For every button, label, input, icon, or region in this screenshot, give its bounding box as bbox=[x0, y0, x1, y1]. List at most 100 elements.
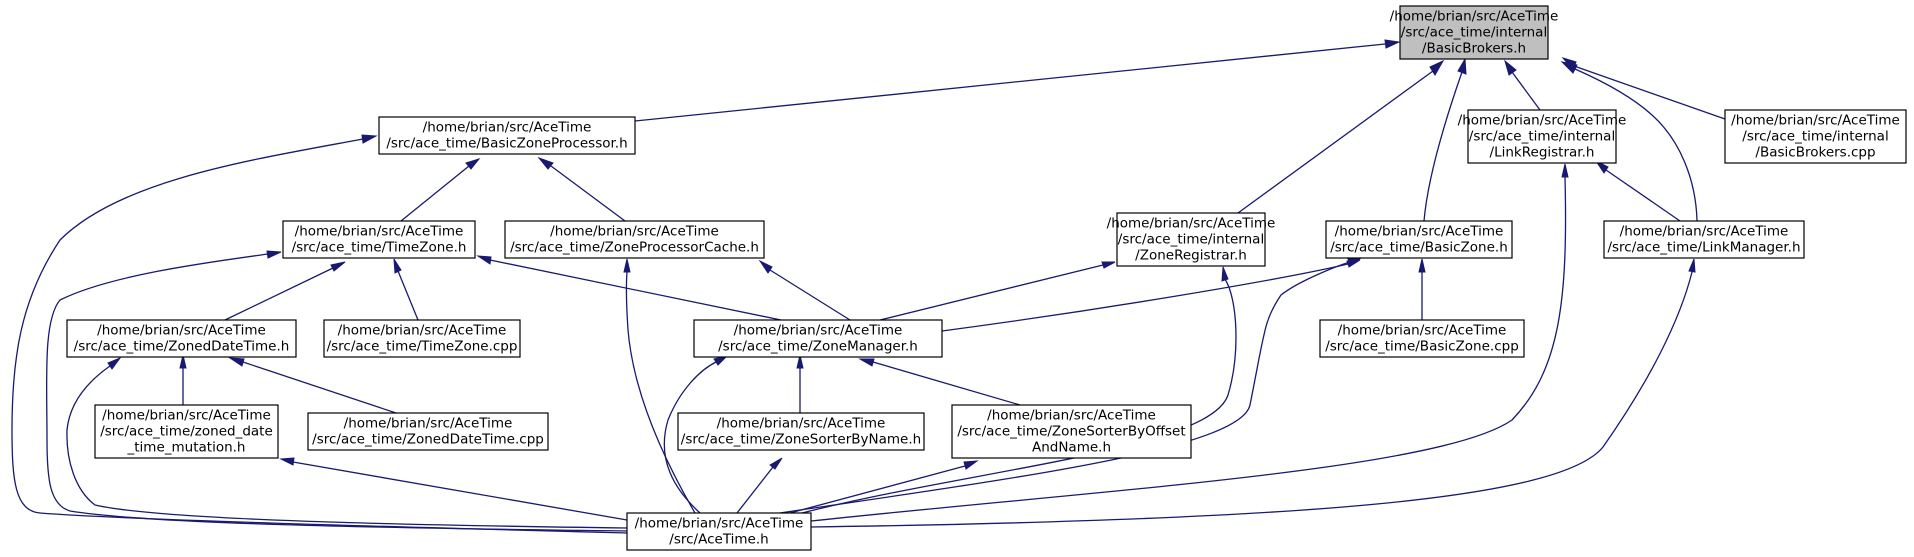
include-edge-basiczone_h-to-basicbrokers_h bbox=[1423, 57, 1467, 222]
include-edge-acetime_h-to-timezone_h bbox=[45, 250, 628, 532]
node-label-line: /src/ace_time/zoned_date bbox=[100, 424, 273, 440]
node-box bbox=[66, 319, 297, 358]
node-box bbox=[1603, 220, 1805, 259]
include-edge-acetime_h-to-zonesorterbyoffsetandname_h bbox=[789, 460, 979, 514]
edge-arrowhead bbox=[179, 354, 187, 369]
node-box bbox=[1319, 319, 1525, 358]
node-box bbox=[1325, 220, 1513, 259]
include-edge-zonesorterbyoffsetandname_h-to-zonemanager_h bbox=[858, 358, 1021, 406]
node-label-line: /src/ace_time/BasicZone.cpp bbox=[1325, 339, 1519, 355]
include-edge-timezone_cpp-to-timezone_h bbox=[393, 258, 419, 321]
node-zoned-date-time-mutation-h[interactable]: /home/brian/src/AceTime/src/ace_time/zon… bbox=[94, 404, 279, 459]
include-edge-zonesorterbyname_h-to-zonemanager_h bbox=[796, 354, 804, 413]
node-zoneregistrar-h[interactable]: /home/brian/src/AceTime/src/ace_time/int… bbox=[1107, 212, 1276, 267]
edge-line bbox=[872, 361, 1021, 406]
node-label-line: /home/brian/src/AceTime bbox=[1335, 224, 1504, 240]
include-edge-acetime_h-to-zoneprocessorcache_h bbox=[623, 258, 696, 514]
edge-line bbox=[1237, 70, 1434, 214]
include-edge-acetime_h-to-zoneddatetime_h bbox=[66, 356, 628, 529]
node-label-line: /home/brian/src/AceTime bbox=[97, 323, 266, 339]
node-zoneddatetime-h[interactable]: /home/brian/src/AceTime/src/ace_time/Zon… bbox=[66, 319, 297, 358]
node-box bbox=[1399, 5, 1549, 60]
node-acetime-h[interactable]: /home/brian/src/AceTime/src/AceTime.h bbox=[626, 512, 812, 551]
node-timezone-h[interactable]: /home/brian/src/AceTime/src/ace_time/Tim… bbox=[282, 220, 476, 259]
node-label-line: /home/brian/src/AceTime bbox=[1107, 216, 1276, 232]
include-edge-zonemanager_h-to-basiczone_h bbox=[941, 259, 1361, 332]
node-label-line: /home/brian/src/AceTime bbox=[717, 416, 886, 432]
include-edge-acetime_h-to-linkmanager_h bbox=[810, 258, 1696, 528]
node-label-line: /src/ace_time/ZoneProcessorCache.h bbox=[510, 240, 759, 256]
node-label-line: AndName.h bbox=[1032, 440, 1111, 456]
node-box bbox=[677, 412, 925, 451]
node-basicbrokers-h: /home/brian/src/AceTime/src/ace_time/int… bbox=[1390, 5, 1559, 60]
node-label-line: /src/ace_time/internal bbox=[1118, 232, 1264, 248]
node-linkregistrar-h[interactable]: /home/brian/src/AceTime/src/ace_time/int… bbox=[1458, 109, 1627, 164]
edge-arrowhead bbox=[1561, 163, 1569, 178]
edge-arrowhead bbox=[1504, 59, 1517, 76]
node-box bbox=[1467, 109, 1617, 164]
edge-arrowhead bbox=[465, 158, 481, 170]
edge-line bbox=[397, 270, 419, 321]
edge-line bbox=[810, 176, 1567, 522]
edge-arrowhead bbox=[796, 354, 804, 369]
edge-line bbox=[625, 271, 696, 514]
edge-line bbox=[1605, 169, 1681, 222]
edge-line bbox=[769, 269, 851, 321]
node-box bbox=[951, 404, 1192, 459]
node-timezone-cpp[interactable]: /home/brian/src/AceTime/src/ace_time/Tim… bbox=[323, 319, 521, 358]
edge-line bbox=[941, 263, 1349, 332]
edge-line bbox=[879, 264, 1104, 321]
edge-line bbox=[789, 465, 966, 514]
node-label-line: /src/ace_time/ZonedDateTime.cpp bbox=[312, 432, 544, 448]
include-edge-zoneddatetime_cpp-to-zoneddatetime_h bbox=[228, 357, 397, 414]
node-zoneddatetime-cpp[interactable]: /home/brian/src/AceTime/src/ace_time/Zon… bbox=[307, 412, 549, 451]
node-zonemanager-h[interactable]: /home/brian/src/AceTime/src/ace_time/Zon… bbox=[693, 319, 943, 358]
node-label-line: /LinkRegistrar.h bbox=[1490, 145, 1595, 161]
node-basicbrokers-cpp[interactable]: /home/brian/src/AceTime/src/ace_time/int… bbox=[1724, 109, 1907, 164]
node-zoneprocessorcache-h[interactable]: /home/brian/src/AceTime/src/ace_time/Zon… bbox=[504, 220, 765, 259]
node-label-line: _time_mutation.h bbox=[127, 440, 246, 456]
edge-line bbox=[634, 43, 1386, 122]
include-edge-zoneprocessorcache_h-to-basiczoneprocessor_h bbox=[537, 156, 626, 222]
include-edge-linkmanager_h-to-linkregistrar_h bbox=[1594, 159, 1681, 222]
node-label-line: /home/brian/src/AceTime bbox=[1390, 9, 1559, 25]
node-label-line: /home/brian/src/AceTime bbox=[338, 323, 507, 339]
edge-arrowhead bbox=[1221, 266, 1229, 282]
node-label-line: /src/ace_time/ZoneSorterByName.h bbox=[681, 432, 921, 448]
edge-arrowhead bbox=[858, 358, 875, 367]
edge-line bbox=[489, 259, 782, 321]
edge-arrowhead bbox=[107, 356, 122, 370]
edge-line bbox=[801, 278, 1237, 514]
node-box bbox=[626, 512, 812, 551]
edge-line bbox=[550, 165, 626, 222]
edge-line bbox=[224, 267, 334, 321]
node-label-line: /home/brian/src/AceTime bbox=[295, 224, 464, 240]
edge-arrowhead bbox=[758, 259, 773, 274]
edge-arrowhead bbox=[1418, 258, 1426, 273]
include-edge-zonemanager_h-to-timezone_h bbox=[476, 255, 782, 321]
node-label-line: /src/ace_time/internal bbox=[1742, 129, 1888, 145]
node-zonesorterbyname-h[interactable]: /home/brian/src/AceTime/src/ace_time/Zon… bbox=[677, 412, 925, 451]
node-box bbox=[307, 412, 549, 451]
edge-line bbox=[1511, 71, 1541, 111]
node-label-line: /home/brian/src/AceTime bbox=[423, 120, 592, 136]
node-basiczone-cpp[interactable]: /home/brian/src/AceTime/src/ace_time/Bas… bbox=[1319, 319, 1525, 358]
edge-arrowhead bbox=[476, 255, 492, 265]
edge-line bbox=[736, 466, 774, 514]
edge-arrowhead bbox=[393, 258, 402, 274]
node-label-line: /src/AceTime.h bbox=[669, 532, 768, 548]
include-edge-acetime_h-to-zoned_date_time_mutation_h bbox=[279, 457, 628, 521]
edge-arrowhead bbox=[769, 457, 783, 470]
edge-line bbox=[779, 261, 1351, 514]
node-basiczone-h[interactable]: /home/brian/src/AceTime/src/ace_time/Bas… bbox=[1325, 220, 1513, 259]
node-linkmanager-h[interactable]: /home/brian/src/AceTime/src/ace_time/Lin… bbox=[1603, 220, 1805, 259]
edge-arrowhead bbox=[623, 258, 631, 273]
node-box bbox=[1724, 109, 1907, 164]
node-zonesorterbyoffsetandname-h[interactable]: /home/brian/src/AceTime/src/ace_time/Zon… bbox=[951, 404, 1192, 459]
node-label-line: /BasicBrokers.h bbox=[1422, 41, 1526, 57]
edge-arrowhead bbox=[1457, 57, 1467, 75]
node-label-line: /ZoneRegistrar.h bbox=[1135, 248, 1247, 264]
include-edge-zonemanager_h-to-zoneregistrar_h bbox=[879, 261, 1116, 321]
edge-line bbox=[45, 253, 628, 532]
node-basiczoneprocessor-h[interactable]: /home/brian/src/AceTime/src/ace_time/Bas… bbox=[378, 116, 636, 155]
